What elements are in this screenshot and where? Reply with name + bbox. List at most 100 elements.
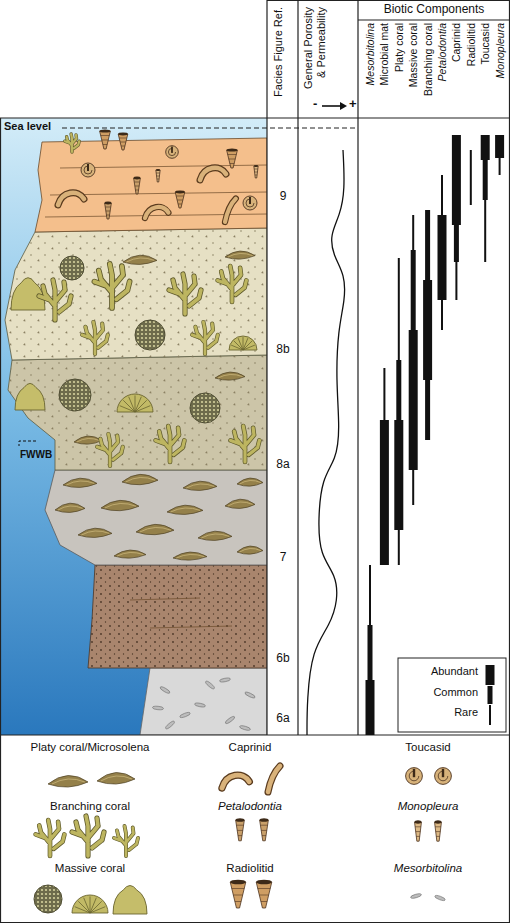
radiolitid-body <box>175 192 185 208</box>
platy-coral-body <box>173 552 207 560</box>
branching-coral-outline <box>231 426 260 462</box>
mesorbitolina <box>219 677 230 682</box>
branching-coral-fill <box>82 322 108 354</box>
branching-coral-fill <box>72 816 104 856</box>
platy-coral-body <box>198 531 232 540</box>
radiolitid-growth-lines <box>119 138 127 146</box>
monopleura-body <box>254 166 258 178</box>
abundance-bar <box>455 262 457 300</box>
branching-coral-outline <box>97 434 123 466</box>
abundance-bar <box>484 200 486 262</box>
dome-body <box>229 336 257 350</box>
scale-sign: + <box>349 97 357 112</box>
massive-coral-mound <box>15 383 45 410</box>
radiolitid-aperture <box>175 191 185 194</box>
monopleura-aperture <box>254 165 258 167</box>
radiolitid-growth-lines <box>232 889 244 902</box>
platy-coral-band <box>52 779 85 784</box>
legend-label: Petalodontia <box>218 800 282 813</box>
branching-coral-outline <box>94 264 129 308</box>
abundance-bar <box>396 360 401 420</box>
radiolitid-body <box>227 150 238 168</box>
caprinid-shell <box>145 207 168 218</box>
branching-coral-outline <box>36 820 65 856</box>
petalodontia <box>105 202 112 219</box>
dome-body <box>72 895 108 913</box>
abundance-bar <box>368 625 373 680</box>
branching-coral-fill <box>94 264 129 308</box>
caprinid-shell <box>200 168 226 180</box>
toucasid-tooth <box>442 769 444 777</box>
mesorbitolina <box>434 895 445 902</box>
abundance-bar <box>412 470 414 505</box>
branching-coral <box>218 266 247 302</box>
branching-coral <box>192 322 218 354</box>
branching-coral <box>97 434 123 466</box>
porosity-curve <box>307 150 345 735</box>
fwwb-bracket <box>19 441 36 446</box>
abundance-bar <box>423 280 432 380</box>
abundance-bar <box>369 565 371 625</box>
petalodontia-body <box>105 203 112 219</box>
caprinid-shell <box>58 193 84 205</box>
branching-coral-fill <box>36 820 65 856</box>
sea-water <box>1 118 267 735</box>
mesorbitolina <box>179 712 190 719</box>
facies-6b-bed <box>88 565 267 668</box>
monopleura-growth-lines <box>254 169 258 175</box>
abundance-bar <box>425 210 430 280</box>
facies-number: 7 <box>280 551 287 565</box>
facies-number: 6b <box>276 652 289 666</box>
platy-coral <box>225 251 255 259</box>
massive-coral <box>34 885 62 913</box>
branching-coral-fill <box>39 280 71 320</box>
branching-coral-outline <box>192 322 218 354</box>
abundance-bar <box>394 420 403 530</box>
abundance-key-bar <box>489 705 491 725</box>
caprinid <box>145 207 168 218</box>
caprinid-outline <box>145 207 168 218</box>
radiolitid-aperture <box>118 133 128 136</box>
abundance-key-label: Common <box>433 686 478 699</box>
platy-coral-band <box>228 253 253 257</box>
taxon-heading: Toucasid <box>479 23 491 115</box>
branching-coral <box>169 274 201 314</box>
platy-coral-band <box>240 480 261 484</box>
platy-coral <box>114 550 146 558</box>
abundance-bar <box>425 380 430 440</box>
toucasid <box>243 196 257 210</box>
abundance-bar <box>481 135 490 160</box>
radiolitid <box>230 880 246 908</box>
caprinid-shell <box>222 775 249 788</box>
petalodontia-growth-lines <box>260 825 267 835</box>
mesorbitolina <box>239 725 251 731</box>
toucasid-tooth <box>413 769 415 777</box>
facies-8b-bed <box>5 228 267 360</box>
branching-coral-fill <box>192 322 218 354</box>
abundance-bar <box>438 215 447 300</box>
porosity-arrow-shaft <box>322 105 341 107</box>
branching-coral-fill <box>218 266 247 302</box>
petalodontia-aperture <box>134 177 141 180</box>
toucasid-shell <box>406 768 423 785</box>
branching-coral <box>39 280 71 320</box>
platy-coral <box>237 478 263 486</box>
platy-coral <box>74 436 102 444</box>
facies-number: 8b <box>276 343 289 357</box>
monopleura-aperture <box>156 169 160 171</box>
toucasid <box>81 163 95 177</box>
radiolitid <box>118 133 128 150</box>
radiolitid <box>175 191 185 208</box>
mesorbitolina <box>205 680 216 690</box>
platy-coral-body <box>237 546 263 554</box>
platy-coral-body <box>215 372 245 380</box>
platy-coral-band <box>105 503 136 508</box>
branching-coral-fill <box>114 826 138 856</box>
platy-coral <box>48 775 88 787</box>
abundance-bar <box>483 160 488 200</box>
facies-number: 8a <box>276 458 289 472</box>
facies-9-bed <box>35 138 267 232</box>
branching-coral-fill <box>231 426 260 462</box>
platy-coral-band <box>126 258 154 262</box>
mesorbitolina <box>165 720 176 730</box>
